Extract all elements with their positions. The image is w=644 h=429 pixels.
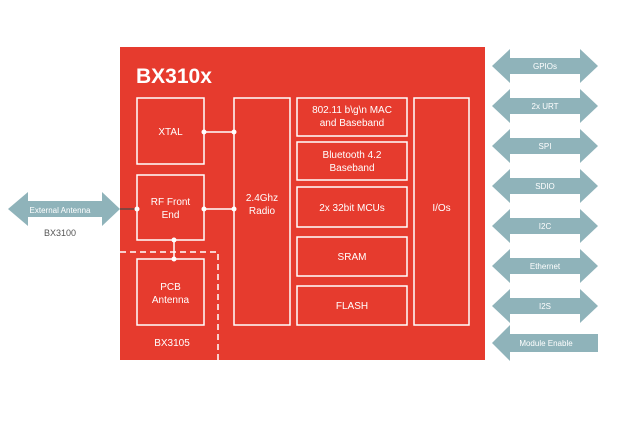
module-enable-label: Module Enable (519, 339, 573, 348)
sram-label: SRAM (338, 252, 367, 263)
radio-label-line2: Radio (249, 206, 276, 217)
interface-arrow (492, 249, 598, 283)
interface-label: I2S (539, 302, 551, 311)
interface-arrow (492, 169, 598, 203)
pcb-region-boundary (120, 251, 219, 360)
pcb-antenna-label-line2: Antenna (152, 295, 190, 306)
connector-dot (201, 129, 207, 135)
mcu-label: 2x 32bit MCUs (319, 203, 385, 214)
connector-dot (201, 206, 207, 212)
interface-arrow (492, 209, 598, 243)
io-block (413, 97, 470, 326)
chip-title: BX310x (136, 65, 212, 88)
wifi-mac-label-line1: 802.11 b\g\n MAC (312, 105, 392, 116)
interface-arrow (492, 289, 598, 323)
flash-label: FLASH (336, 301, 368, 312)
rf-front-end-label-line1: RF Front (151, 197, 191, 208)
rf-front-end-label-line2: End (162, 210, 180, 221)
bluetooth-label-line2: Baseband (329, 163, 374, 174)
interface-arrow (492, 49, 598, 83)
pcb-antenna-label-line1: PCB (160, 282, 181, 293)
io-label: I/Os (432, 203, 450, 214)
wifi-mac-block (296, 97, 408, 137)
connector-dot (231, 129, 237, 135)
connector-dot (171, 237, 177, 243)
bluetooth-block (296, 141, 408, 181)
chip-body (120, 47, 485, 360)
pcb-antenna-block (136, 258, 205, 326)
radio-label-line1: 2.4Ghz (246, 193, 278, 204)
interface-label: SDIO (535, 182, 555, 191)
connector-dot (171, 256, 177, 262)
external-antenna-arrow (8, 192, 120, 226)
external-antenna-variant-label: BX3100 (44, 228, 76, 238)
connector-dot (231, 206, 237, 212)
interface-label: GPIOs (533, 62, 557, 71)
interface-label: I2C (539, 222, 552, 231)
external-antenna-label: External Antenna (30, 206, 91, 215)
xtal-label: XTAL (158, 127, 183, 138)
interface-label: SPI (539, 142, 552, 151)
interface-arrow (492, 129, 598, 163)
flash-block (296, 285, 408, 326)
interface-arrow (492, 89, 598, 123)
sram-block (296, 236, 408, 277)
connector-dot (134, 206, 140, 212)
wifi-mac-label-line2: and Baseband (320, 118, 385, 129)
mcu-block (296, 186, 408, 228)
bluetooth-label-line1: Bluetooth 4.2 (323, 150, 382, 161)
pcb-variant-label: BX3105 (154, 338, 190, 349)
module-enable-arrow (492, 325, 598, 361)
interface-label: 2x URT (532, 102, 559, 111)
interface-label: Ethernet (530, 262, 561, 271)
